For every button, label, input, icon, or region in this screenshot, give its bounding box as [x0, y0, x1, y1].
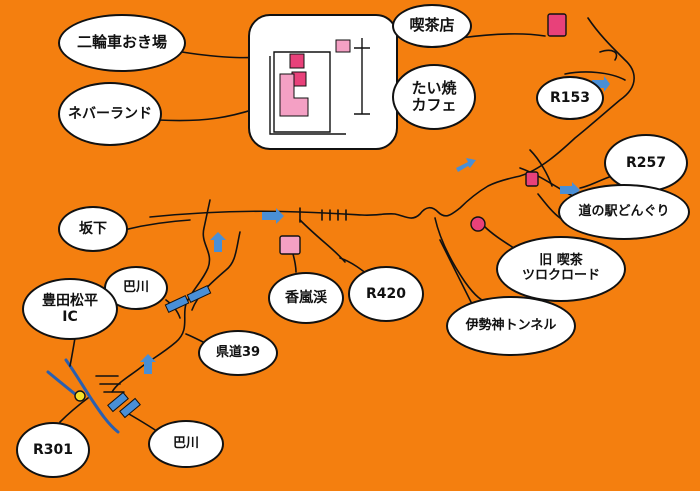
parking-area-inset	[248, 14, 398, 150]
michinoeki-marker	[525, 171, 539, 187]
label-neverland: ネバーランド	[58, 82, 162, 146]
bridge-icon-3	[107, 391, 129, 413]
label-kissaten: 喫茶店	[392, 4, 472, 48]
nirin-parking-marker	[289, 53, 305, 69]
label-isegami-tunnel: 伊勢神トンネル	[446, 296, 576, 356]
road-arrow-2	[456, 158, 476, 172]
road-arrow-4	[210, 232, 226, 252]
label-kenmichi39: 県道39	[198, 330, 278, 376]
label-taiyaki-cafe: たい焼 カフェ	[392, 64, 476, 130]
main-road	[149, 17, 635, 219]
label-r301: R301	[16, 422, 90, 478]
bridge-icon-2	[186, 285, 212, 303]
bridge-icon-4	[119, 397, 141, 419]
label-r153: R153	[536, 76, 604, 120]
label-nirin-parking: 二輪車おき場	[58, 14, 186, 72]
r420-road	[299, 219, 346, 263]
label-old-kissaten: 旧 喫茶 ツロクロード	[496, 236, 626, 302]
interchange-lines	[64, 358, 120, 434]
neverland-area	[279, 73, 309, 117]
label-kourankei: 香嵐渓	[268, 272, 344, 324]
old-kissaten-marker	[470, 216, 486, 232]
bridge-marks	[299, 207, 347, 223]
label-mikawa-bottom: 巴川	[148, 420, 224, 468]
tunnel-road	[434, 217, 493, 305]
label-michinoeki: 道の駅どんぐり	[558, 184, 690, 240]
label-r420: R420	[348, 266, 424, 322]
bridge-icon-1	[164, 295, 190, 313]
kissaten-marker	[547, 13, 567, 37]
interchange-marker	[74, 390, 86, 402]
label-toyota-ic: 豊田松平 IC	[22, 278, 118, 340]
road-arrow-1	[262, 208, 284, 224]
road-arrow-5	[140, 354, 156, 374]
label-sakamoto: 坂下	[58, 206, 128, 252]
kourankei-marker	[279, 235, 301, 255]
kissaten-inset-marker	[335, 39, 351, 53]
inset-drawing	[269, 38, 370, 135]
sakamoto-road	[111, 199, 211, 393]
r153-road	[564, 71, 626, 81]
